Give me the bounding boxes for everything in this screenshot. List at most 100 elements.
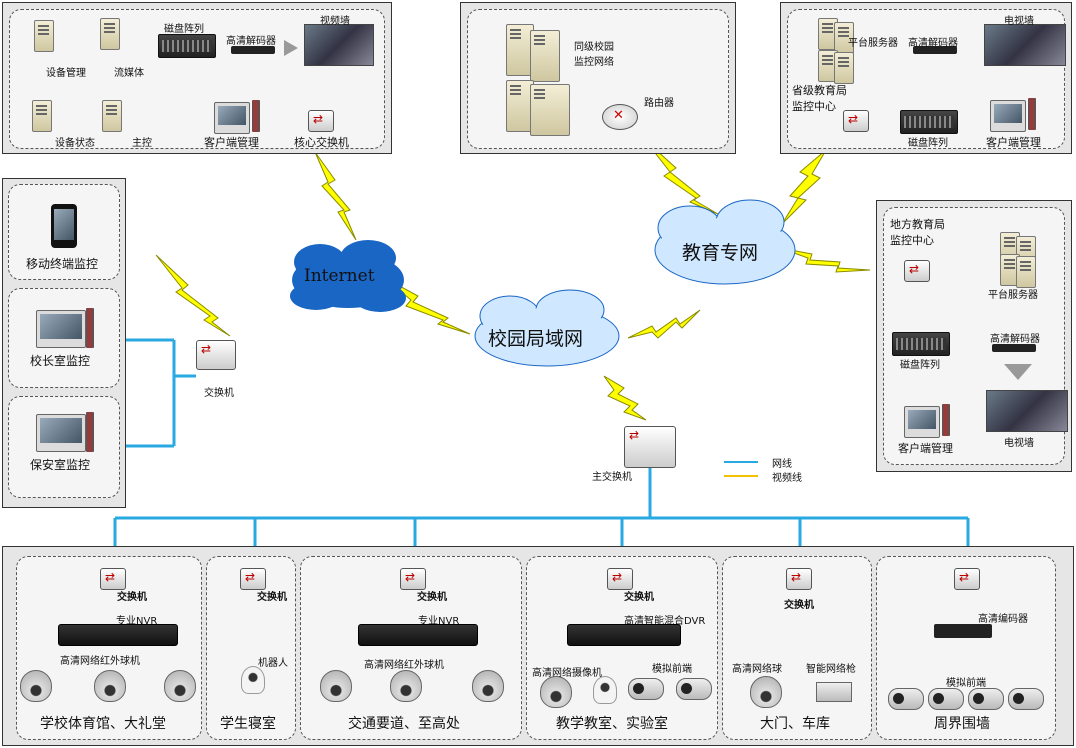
zone1-switch-icon [100, 568, 126, 590]
local-client-icon [904, 406, 940, 438]
zone4-analog-label: 模拟前端 [652, 664, 692, 675]
security-monitor-icon [36, 414, 86, 452]
device-mgmt-label: 设备管理 [46, 68, 86, 79]
peer-campus-panel [460, 2, 736, 154]
zone3-switch-icon [400, 568, 426, 590]
router-icon [602, 104, 638, 130]
dome-camera-icon [390, 670, 422, 702]
local-disk-icon [892, 332, 950, 356]
zone4-nvr-label: 高清智能混合DVR [624, 616, 706, 627]
dome-camera-icon [164, 670, 196, 702]
provincial-disk-label: 磁盘阵列 [908, 138, 948, 149]
principal-label: 校长室监控 [30, 354, 91, 368]
zone1-nvr-label: 专业NVR [116, 616, 158, 627]
provincial-tv-wall-icon [984, 24, 1066, 66]
campus-net-label: 同级校园 监控网络 [574, 42, 614, 68]
provincial-center-label: 省级教育局 监控中心 [792, 84, 847, 113]
zone3-nvr-label: 专业NVR [418, 616, 460, 627]
zone3-switch-label: 交换机 [417, 592, 447, 603]
device-status-label: 设备状态 [55, 138, 95, 149]
campus-server-icon [530, 84, 570, 136]
local-server-icon [1016, 256, 1036, 288]
zone4-switch-label: 交换机 [624, 592, 654, 603]
arrow-right-icon [284, 40, 298, 56]
campus-server-icon [506, 80, 534, 132]
zone2-name: 学生寝室 [220, 716, 276, 732]
zone2-robot-label: 机器人 [258, 658, 288, 669]
local-switch-icon [904, 260, 930, 282]
mobile-label: 移动终端监控 [26, 257, 99, 271]
dome-camera-icon [320, 670, 352, 702]
zone3-cams-label: 高清网络红外球机 [364, 660, 444, 671]
principal-tower-icon [86, 308, 94, 348]
ip-camera-icon [593, 676, 617, 704]
arrow-down-icon [1004, 364, 1032, 380]
bullet-camera-icon [676, 678, 712, 700]
zone3-name: 交通要道、至高处 [348, 716, 460, 732]
security-tower-icon [86, 412, 94, 452]
provincial-platform-label: 平台服务器 [848, 38, 898, 49]
main-switch-icon [624, 426, 676, 468]
zone6-analog-label: 模拟前端 [946, 678, 986, 689]
legend-video-line [724, 475, 758, 477]
video-wall-label: 视频墙 [320, 16, 350, 27]
dome-camera-icon [750, 676, 782, 708]
core-switch-label: 核心交换机 [294, 136, 349, 149]
streaming-label: 流媒体 [114, 68, 144, 79]
local-disk-label: 磁盘阵列 [900, 360, 940, 371]
local-center-label: 地方教育局 监控中心 [890, 218, 945, 247]
zone4-dvr-icon [567, 624, 681, 646]
zone6-name: 周界围墙 [934, 716, 990, 732]
mobile-phone-icon [51, 204, 77, 248]
legend-net-label: 网线 [772, 459, 792, 470]
campus-server-icon [506, 24, 534, 76]
security-label: 保安室监控 [30, 458, 91, 472]
local-client-label: 客户端管理 [898, 442, 953, 455]
box-camera-icon [816, 682, 852, 702]
streaming-server-icon [100, 18, 120, 50]
client-tower-icon [252, 100, 260, 132]
zone5-name: 大门、车库 [760, 716, 830, 732]
hd-decoder-label: 高清解码器 [226, 36, 276, 47]
zone6-encoder-label: 高清编码器 [978, 614, 1028, 625]
zone1-switch-label: 交换机 [117, 592, 147, 603]
campus-lan-cloud-label: 校园局域网 [488, 328, 584, 350]
status-server-icon [32, 100, 52, 132]
disk-array-label: 磁盘阵列 [164, 24, 204, 35]
zone2-switch-label: 交换机 [257, 592, 287, 603]
zone4-ipcam-label: 高清网络摄像机 [532, 668, 602, 679]
zone5-gun-label: 智能网络枪 [806, 664, 856, 675]
zone4-switch-icon [607, 568, 633, 590]
disk-array-icon [158, 34, 216, 58]
router-label: 路由器 [644, 98, 674, 109]
local-tv-wall-label: 电视墙 [1004, 438, 1034, 449]
encoder-icon [934, 624, 992, 638]
bullet-camera-icon [968, 688, 1004, 710]
zone2-switch-icon [240, 568, 266, 590]
provincial-client-label: 客户端管理 [986, 136, 1041, 149]
zone5-switch-label: 交换机 [784, 600, 814, 611]
zone1-cams-label: 高清网络红外球机 [60, 656, 140, 667]
provincial-decoder-label: 高清解码器 [908, 38, 958, 49]
left-switch-label: 交换机 [204, 388, 234, 399]
client-mgmt-label: 客户端管理 [204, 136, 259, 149]
provincial-tv-wall-label: 电视墙 [1004, 16, 1034, 27]
zone6-switch-icon [954, 568, 980, 590]
provincial-switch-icon [843, 110, 869, 132]
local-platform-label: 平台服务器 [988, 290, 1038, 301]
main-ctrl-server-icon [102, 100, 122, 132]
bullet-camera-icon [888, 688, 924, 710]
main-switch-label: 主交换机 [592, 472, 632, 483]
campus-server-icon [530, 30, 560, 82]
legend-video-label: 视频线 [772, 473, 802, 484]
provincial-server-icon [834, 52, 854, 84]
bullet-camera-icon [1008, 688, 1044, 710]
provincial-decoder-icon [913, 46, 957, 54]
local-tv-wall-icon [986, 390, 1068, 432]
bullet-camera-icon [928, 688, 964, 710]
dome-camera-icon [94, 670, 126, 702]
video-wall-icon [304, 24, 374, 66]
legend-net-line [724, 461, 758, 463]
edu-net-cloud-label: 教育专网 [682, 242, 759, 264]
